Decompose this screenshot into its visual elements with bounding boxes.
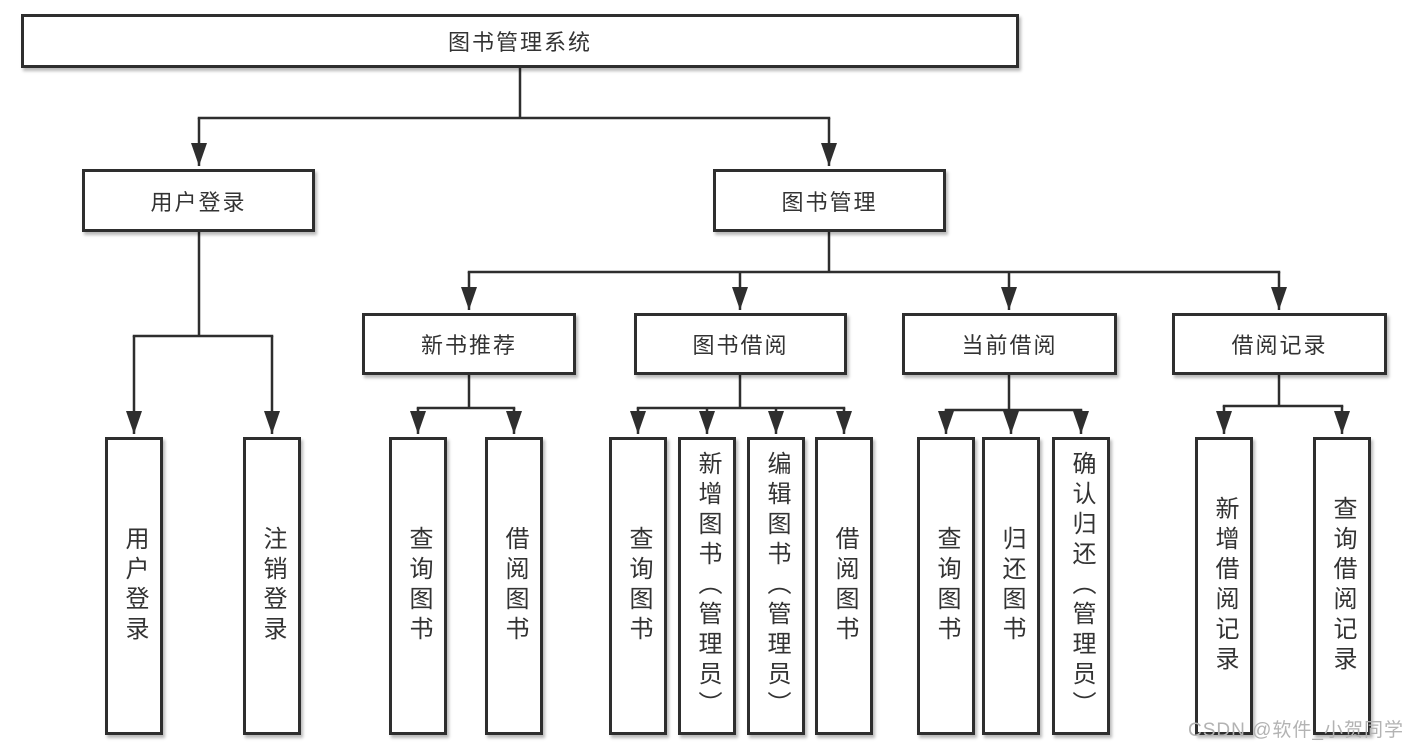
node-new-book-recommend: 新书推荐 [362,313,576,375]
node-current-borrowing: 当前借阅 [902,313,1117,375]
node-user-login-label: 用户登录 [150,189,247,215]
leaf-query-borrow-record: 查询借阅记录 [1313,437,1371,735]
leaf-add-books-admin: 新增图书（管理员） [678,437,736,735]
leaf-user-login-label: 用户登录 [121,526,148,646]
leaf-query-books-recommend: 查询图书 [389,437,447,735]
leaf-query-books-current-label: 查询图书 [933,526,960,646]
node-user-login: 用户登录 [82,169,315,232]
node-borrow-records: 借阅记录 [1172,313,1387,375]
node-book-borrowing: 图书借阅 [634,313,847,375]
leaf-logout: 注销登录 [243,437,301,735]
node-book-borrowing-label: 图书借阅 [692,333,789,358]
leaf-query-books-current: 查询图书 [917,437,975,735]
leaf-add-books-admin-label: 新增图书（管理员） [694,451,721,721]
leaf-return-books-label: 归还图书 [998,526,1025,646]
node-root-label: 图书管理系统 [447,30,592,55]
leaf-query-books-borrowing-label: 查询图书 [625,526,652,646]
leaf-logout-label: 注销登录 [259,526,286,646]
leaf-query-books-borrowing: 查询图书 [609,437,667,735]
leaf-add-borrow-record-label: 新增借阅记录 [1211,496,1238,676]
node-borrow-records-label: 借阅记录 [1231,333,1328,358]
node-book-management-label: 图书管理 [781,189,878,215]
node-root-system: 图书管理系统 [21,14,1019,68]
leaf-borrow-books-recommend: 借阅图书 [485,437,543,735]
leaf-borrow-books: 借阅图书 [815,437,873,735]
leaf-borrow-books-recommend-label: 借阅图书 [501,526,528,646]
node-current-borrowing-label: 当前借阅 [961,333,1058,358]
leaf-confirm-return-admin-label: 确认归还（管理员） [1068,451,1095,721]
leaf-query-borrow-record-label: 查询借阅记录 [1329,496,1356,676]
leaf-confirm-return-admin: 确认归还（管理员） [1052,437,1110,735]
leaf-edit-books-admin-label: 编辑图书（管理员） [763,451,790,721]
leaf-edit-books-admin: 编辑图书（管理员） [747,437,805,735]
leaf-user-login: 用户登录 [105,437,163,735]
leaf-add-borrow-record: 新增借阅记录 [1195,437,1253,735]
node-new-book-recommend-label: 新书推荐 [420,333,517,358]
leaf-return-books: 归还图书 [982,437,1040,735]
leaf-borrow-books-label: 借阅图书 [831,526,858,646]
leaf-query-books-recommend-label: 查询图书 [405,526,432,646]
node-book-management: 图书管理 [713,169,946,232]
